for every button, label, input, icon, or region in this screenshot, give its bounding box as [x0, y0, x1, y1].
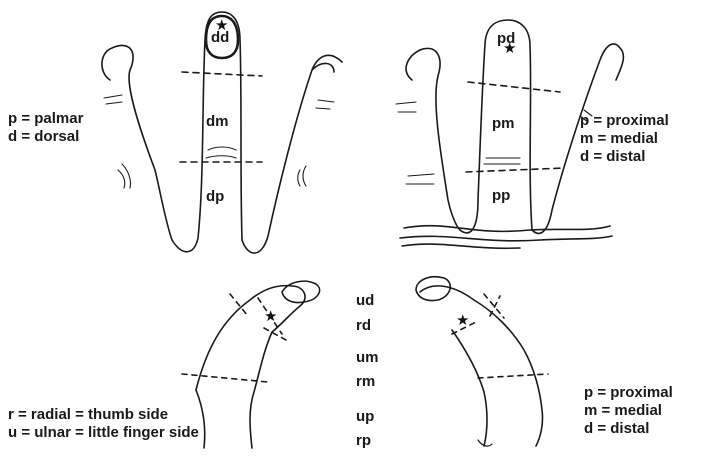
legend-proximal: p = proximal [580, 112, 669, 130]
side-view-right-drawing [416, 277, 548, 446]
side-view-left-drawing [182, 281, 320, 448]
zone-dorsal-proximal: dp [206, 188, 224, 206]
legend-distal-2: d = distal [584, 420, 673, 438]
zone-ulnar-medial: um [356, 349, 379, 367]
zone-dorsal-distal: dd [211, 29, 229, 47]
legend-ulnar: u = ulnar = little finger side [8, 424, 199, 442]
zone-palmar-distal: pd [497, 30, 515, 48]
zone-radial-medial: rm [356, 373, 375, 391]
legend-proximal-2: p = proximal [584, 384, 673, 402]
marker-star-side-left: ★ [264, 308, 277, 324]
legend-dorsal: d = dorsal [8, 128, 83, 146]
legend-palmar: p = palmar [8, 110, 83, 128]
zone-palmar-medial: pm [492, 115, 515, 133]
zone-radial-distal: rd [356, 317, 371, 335]
dorsal-hand-drawing [102, 12, 342, 253]
zone-ulnar-proximal: up [356, 408, 374, 426]
legend-distal: d = distal [580, 148, 669, 166]
legend-bottom-right: p = proximal m = medial d = distal [584, 384, 673, 438]
legend-top-left: p = palmar d = dorsal [8, 110, 83, 146]
marker-star-side-right: ★ [456, 312, 469, 328]
zone-palmar-proximal: pp [492, 187, 510, 205]
zone-ulnar-distal: ud [356, 292, 374, 310]
legend-top-right: p = proximal m = medial d = distal [580, 112, 669, 166]
zone-dorsal-medial: dm [206, 113, 229, 131]
zone-radial-proximal: rp [356, 432, 371, 450]
legend-medial-2: m = medial [584, 402, 673, 420]
legend-medial: m = medial [580, 130, 669, 148]
legend-bottom-left: r = radial = thumb side u = ulnar = litt… [8, 406, 199, 442]
legend-radial: r = radial = thumb side [8, 406, 199, 424]
